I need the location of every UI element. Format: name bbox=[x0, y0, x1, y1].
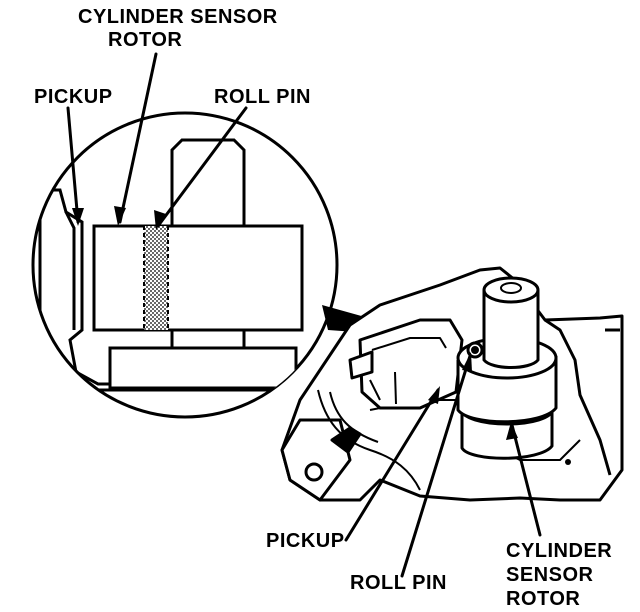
main-roll-pin-label: ROLL PIN bbox=[350, 572, 447, 594]
leader-inset-rotor bbox=[118, 52, 158, 224]
leader-main-roll-pin bbox=[400, 354, 472, 578]
main-rotor-label-line1: CYLINDER bbox=[506, 540, 613, 562]
leader-arrowheads bbox=[72, 206, 518, 440]
distributor-shaft bbox=[482, 290, 540, 369]
cylinder-sensor-rotor bbox=[456, 276, 558, 460]
main-rotor-label-line2: SENSOR bbox=[506, 564, 594, 586]
leader-main-pickup bbox=[344, 388, 440, 542]
leader-main-rotor bbox=[510, 423, 542, 537]
leader-inset-roll-pin bbox=[156, 106, 248, 228]
inset-shaft bbox=[170, 138, 246, 228]
main-rotor-label-line3: ROTOR bbox=[506, 588, 581, 610]
pickup-assembly bbox=[330, 318, 464, 454]
main-pickup-label: PICKUP bbox=[266, 530, 345, 552]
inset-rotor-label-line2: ROTOR bbox=[108, 29, 183, 51]
leader-lines bbox=[66, 52, 542, 578]
inset-rotor bbox=[92, 224, 304, 332]
inset-roll-pin bbox=[144, 226, 168, 330]
inset-pickup-label: PICKUP bbox=[34, 86, 113, 108]
magnified-inset bbox=[31, 111, 339, 419]
inset-rotor-label-line1: CYLINDER SENSOR bbox=[78, 6, 278, 28]
inset-roll-pin-label: ROLL PIN bbox=[214, 86, 311, 108]
leader-inset-pickup bbox=[66, 106, 80, 224]
inset-base bbox=[108, 346, 298, 390]
